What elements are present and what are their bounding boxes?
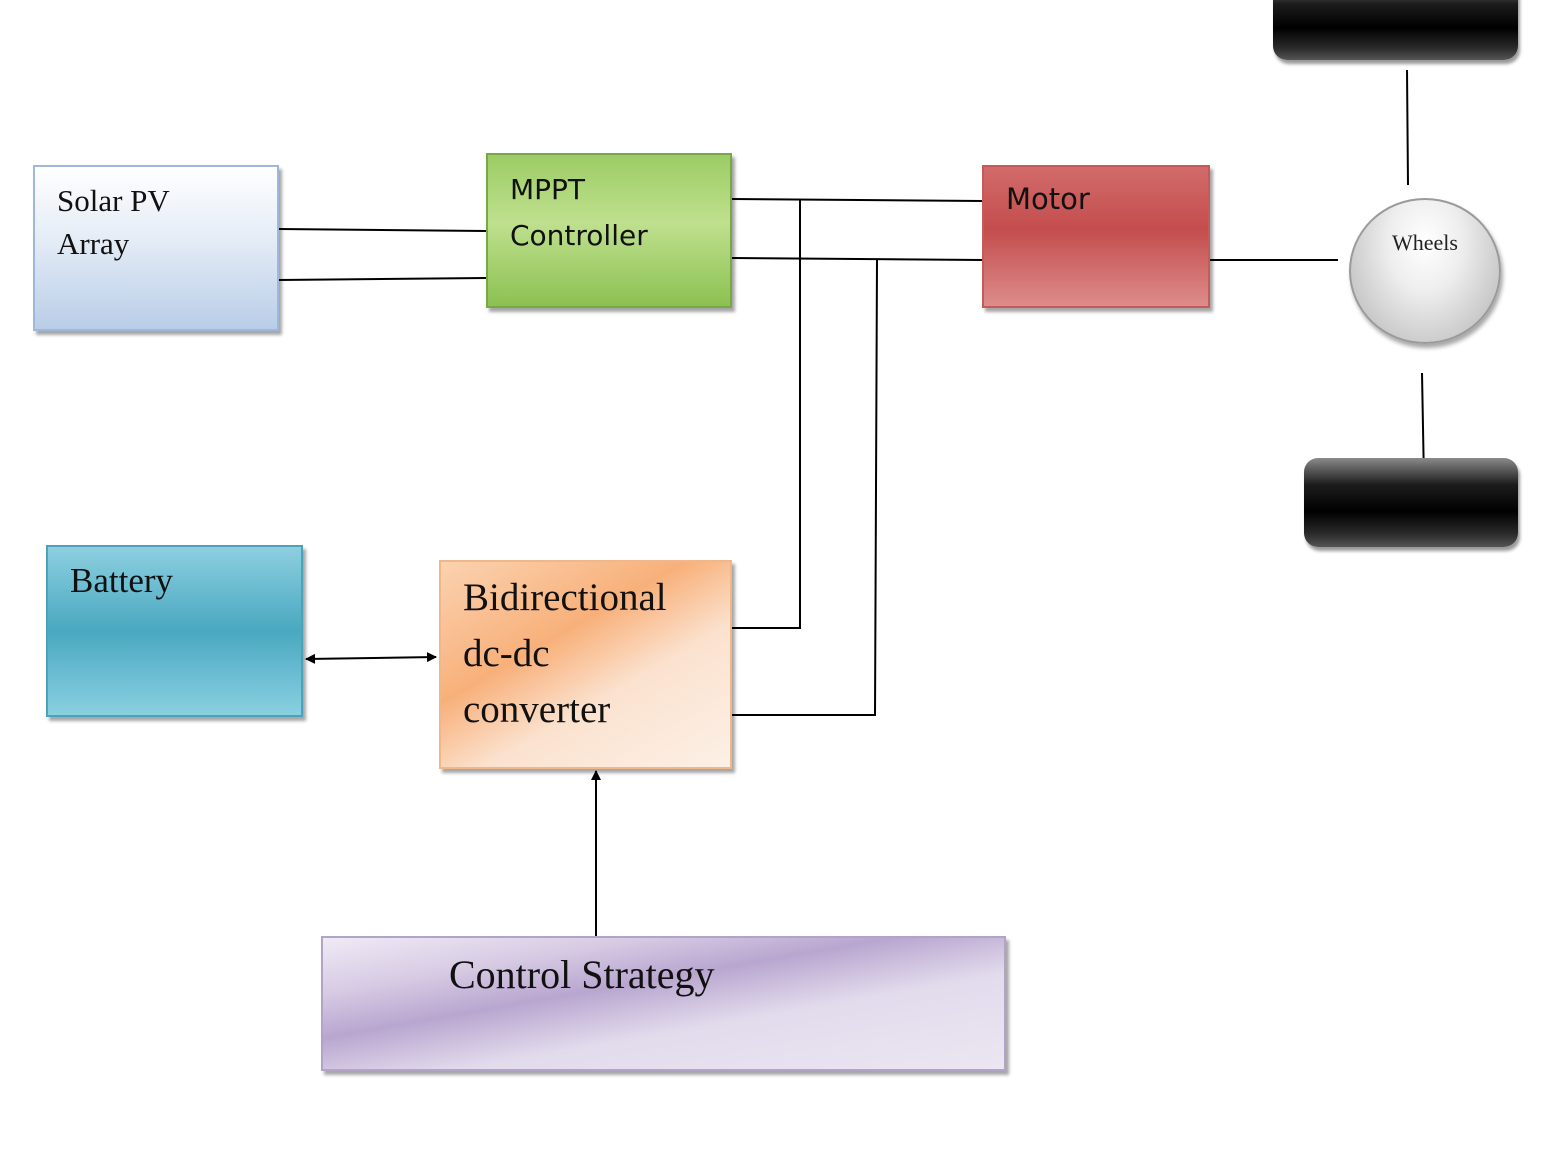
mppt-controller-block: MPPT Controller xyxy=(486,153,732,308)
axle-top xyxy=(1406,69,1409,186)
control-strategy-block: Control Strategy xyxy=(321,936,1006,1071)
wheels-circle: Wheels xyxy=(1349,198,1501,344)
bidirectional-converter-block: Bidirectional dc-dc converter xyxy=(439,560,732,769)
wire-solar-mppt-top xyxy=(278,228,487,232)
tire-top-icon xyxy=(1273,0,1518,60)
wheels-label: Wheels xyxy=(1392,230,1458,255)
motor-block: Motor xyxy=(982,165,1210,308)
solar-pv-array-label: Solar PV Array xyxy=(57,183,170,261)
arrow-battery-converter xyxy=(305,652,437,664)
battery-label: Battery xyxy=(70,561,174,600)
converter-label: Bidirectional dc-dc converter xyxy=(463,576,667,731)
wire-mppt-motor-top xyxy=(731,198,983,202)
wire-solar-mppt-bottom xyxy=(278,277,487,281)
mppt-controller-label: MPPT Controller xyxy=(510,173,648,252)
motor-label: Motor xyxy=(1006,182,1090,216)
wire-converter-bus-bottom xyxy=(732,259,878,716)
wire-converter-bus-top xyxy=(732,200,801,629)
control-strategy-label: Control Strategy xyxy=(449,952,715,997)
tire-bottom-icon xyxy=(1304,458,1518,547)
wire-mppt-motor-bottom xyxy=(731,257,983,261)
battery-block: Battery xyxy=(46,545,303,717)
solar-pv-array-block: Solar PV Array xyxy=(33,165,279,331)
